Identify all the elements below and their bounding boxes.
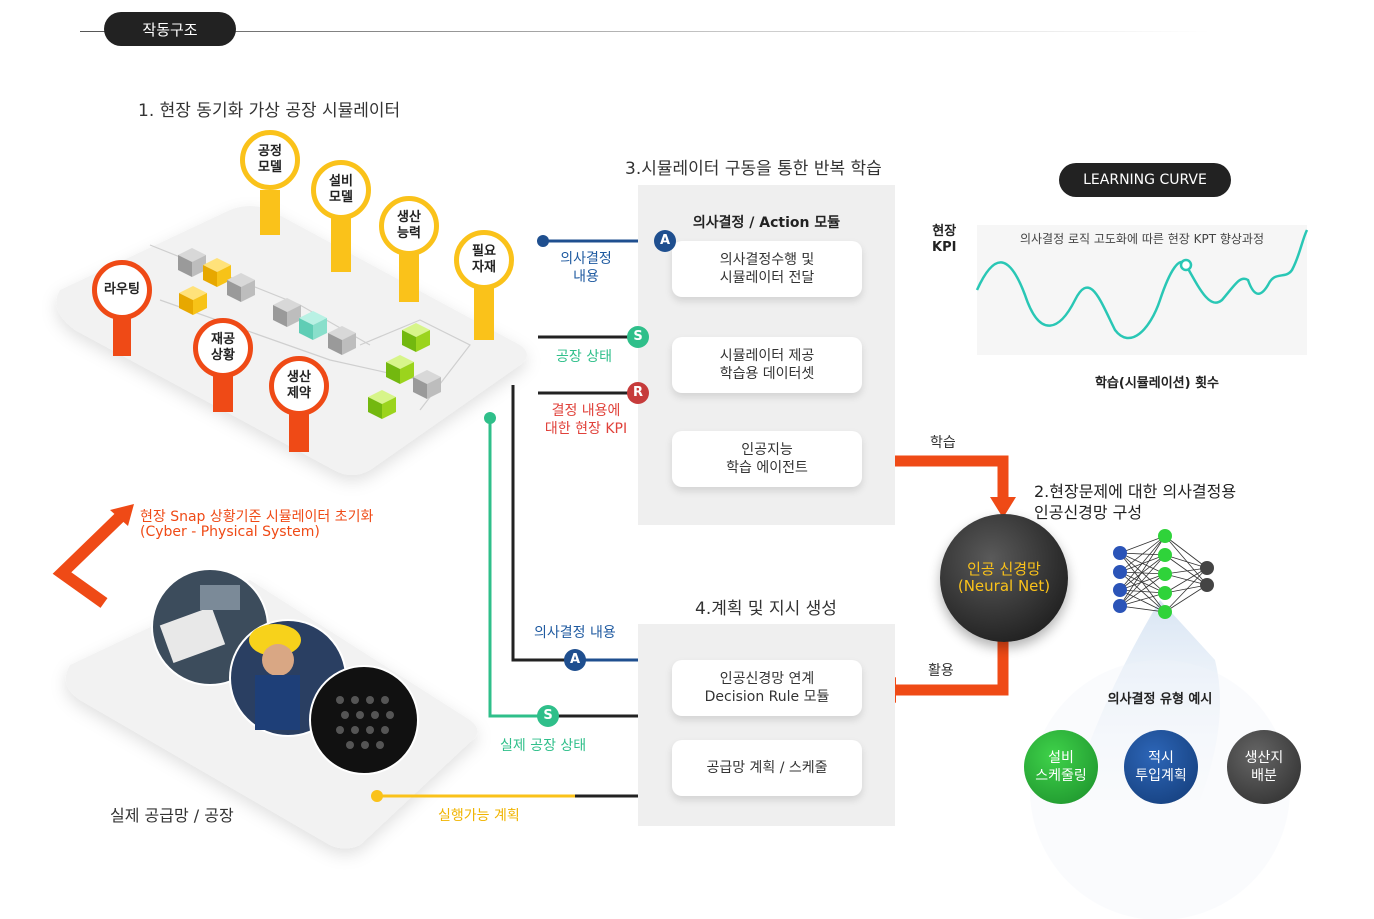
marker-a-top: A	[654, 230, 676, 252]
cube-green	[402, 323, 430, 352]
cube-gray	[273, 298, 301, 327]
cube-yellow	[179, 286, 207, 315]
init-note-line1: 현장 Snap 상황기준 시뮬레이터 초기화	[140, 509, 374, 525]
pin-poles	[113, 190, 494, 452]
learning-curve-line	[975, 229, 1309, 340]
card-decision-execute: 의사결정수행 및 시뮬레이터 전달	[672, 241, 862, 297]
cube-gray	[178, 248, 206, 277]
nn-output-nodes	[1200, 561, 1214, 592]
decision-type-equipment-scheduling: 설비 스케줄링	[1024, 730, 1098, 804]
neural-net-ball: 인공 신경망 (Neural Net)	[940, 514, 1068, 642]
label-decision-content-bottom: 의사결정 내용	[534, 625, 616, 641]
pin-wip: 재공 상황	[193, 318, 253, 378]
card-ai-agent: 인공지능 학습 에이전트	[672, 431, 862, 487]
decision-types-title: 의사결정 유형 예시	[1107, 692, 1213, 707]
pin-process-model: 공정 모델	[240, 130, 300, 190]
action-module-title: 의사결정 / Action 모듈	[692, 215, 841, 231]
simulator-platform	[56, 206, 528, 475]
pin-materials: 필요 자재	[454, 230, 514, 290]
factory-photo-3	[309, 665, 419, 775]
label-real-state: 실제 공장 상태	[500, 738, 587, 754]
marker-s-top: S	[627, 326, 649, 348]
learning-curve-x-label: 학습(시뮬레이션) 횟수	[1094, 376, 1220, 391]
section3-title: 3.시뮬레이터 구동을 통한 반복 학습	[625, 159, 882, 179]
nn-hidden-nodes	[1158, 529, 1172, 619]
marker-a-bottom: A	[564, 649, 586, 671]
init-note-line2: (Cyber - Physical System)	[140, 524, 320, 540]
decision-type-timely-input: 적시 투입계획	[1124, 730, 1198, 804]
cube-green	[368, 390, 396, 419]
use-label: 활용	[928, 663, 954, 679]
learn-label: 학습	[930, 435, 956, 451]
neural-net-schematic	[1119, 535, 1208, 613]
section2-title: 2.현장문제에 대한 의사결정용 인공신경망 구성	[1034, 482, 1237, 522]
card-supply-plan: 공급망 계획 / 스케줄	[672, 740, 862, 796]
marker-r: R	[627, 382, 649, 404]
use-arrow	[893, 640, 1009, 696]
pin-constraints: 생산 제약	[269, 356, 329, 416]
label-feasible-plan: 실행가능 계획	[438, 808, 520, 824]
decision-type-production-allocation: 생산지 배분	[1227, 730, 1301, 804]
label-decision-content: 의사결정 내용	[560, 251, 612, 285]
cube-teal	[299, 311, 327, 340]
section4-title: 4.계획 및 지시 생성	[695, 599, 837, 619]
marker-s-bottom: S	[537, 705, 559, 727]
card-decision-rule: 인공신경망 연계 Decision Rule 모듈	[672, 660, 862, 716]
pin-equipment-model: 설비 모델	[311, 160, 371, 220]
header-badge: 작동구조	[104, 12, 236, 46]
header-rule	[80, 31, 1210, 32]
nn-input-nodes	[1113, 546, 1127, 613]
init-arrowhead	[110, 504, 134, 526]
cube-gray	[413, 370, 441, 399]
learning-curve-badge: LEARNING CURVE	[1059, 163, 1231, 197]
process-cubes	[178, 248, 441, 419]
label-factory-state: 공장 상태	[556, 349, 612, 365]
learning-curve-y-label: 현장 KPI	[932, 224, 957, 255]
cube-gray	[328, 326, 356, 355]
real-factory-label: 실제 공급망 / 공장	[110, 806, 234, 825]
learn-arrow	[876, 455, 1009, 500]
learning-curve-caption: 의사결정 로직 고도화에 따른 현장 KPT 향상과정	[1019, 232, 1265, 246]
section1-title: 1. 현장 동기화 가상 공장 시뮬레이터	[138, 101, 401, 121]
card-dataset: 시뮬레이터 제공 학습용 데이터셋	[672, 337, 862, 393]
label-result-kpi: 결정 내용에 대한 현장 KPI	[544, 403, 628, 437]
pin-capacity: 생산 능력	[379, 196, 439, 256]
cube-green	[386, 355, 414, 384]
pin-routing: 라우팅	[92, 260, 152, 320]
cube-gray	[227, 273, 255, 302]
init-arrow	[52, 507, 130, 608]
